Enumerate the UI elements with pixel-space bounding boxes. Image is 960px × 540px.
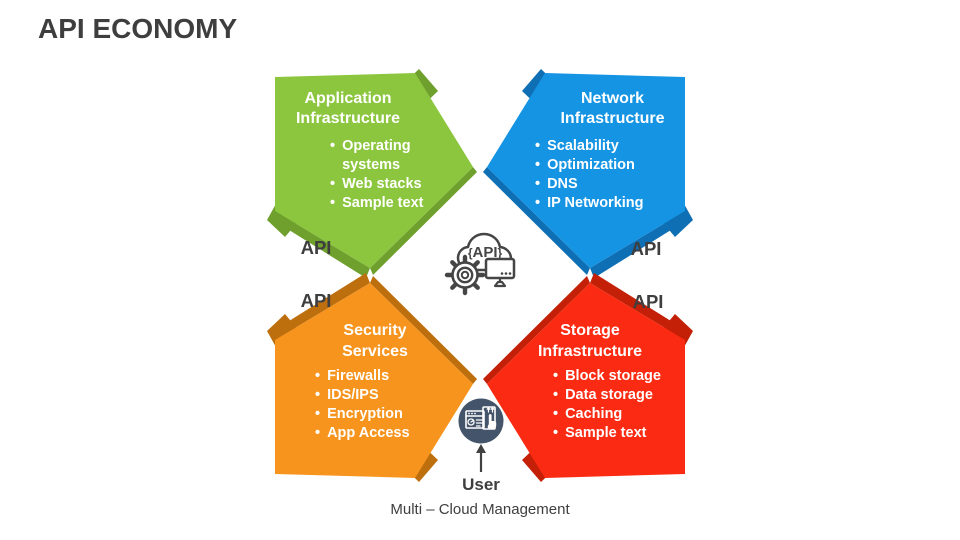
bullet-dot: • — [315, 368, 321, 384]
bullet-item: • Optimization — [535, 156, 695, 175]
bullet-item: • Operating systems — [330, 137, 418, 175]
panel-title-line: Services — [342, 343, 408, 360]
up-arrow-connector — [476, 444, 486, 472]
bullet-text: Encryption — [327, 406, 403, 422]
api-label-application: API — [300, 237, 332, 258]
panel-title: Storage Infrastructure — [510, 320, 670, 362]
bullet-item: • Firewalls — [315, 367, 450, 386]
user-icon — [458, 398, 504, 444]
bullet-list: • Firewalls • IDS/IPS • Encryption • App Acc… — [315, 367, 450, 443]
panel-application-infrastructure: Application Infrastructure • Operating sy… — [283, 89, 424, 213]
bullet-dot: • — [535, 157, 541, 173]
bullet-text: IDS/IPS — [327, 387, 379, 403]
api-label-storage: API — [632, 291, 664, 312]
bullet-dot: • — [535, 176, 541, 192]
hand-glyph — [487, 414, 497, 430]
bullet-text: Block storage — [565, 368, 661, 384]
bullet-item: • IDS/IPS — [315, 386, 450, 405]
panel-title-line: Security — [343, 322, 407, 339]
bullet-text: Sample text — [342, 195, 424, 211]
panel-title: Application Infrastructure — [283, 89, 413, 129]
api-icon-text: {API} — [468, 244, 503, 261]
api-cloud-gear-icon: {API} — [444, 232, 516, 296]
bullet-item: • Scalability — [535, 137, 695, 156]
bullet-dot: • — [553, 425, 559, 441]
bullet-dot: • — [553, 368, 559, 384]
panel-title-line: Infrastructure — [537, 343, 643, 360]
bullet-text: IP Networking — [547, 195, 644, 211]
bullet-dot: • — [315, 387, 321, 403]
bullet-dot: • — [330, 138, 336, 154]
bullet-text: Firewalls — [327, 368, 390, 384]
bullet-text: Operating systems — [342, 138, 411, 173]
bullet-text: Sample text — [565, 425, 647, 441]
bullet-list: • Scalability • Optimization • DNS • IP Netw… — [535, 137, 695, 213]
cloud-outline — [456, 232, 513, 272]
bullet-dot: • — [315, 425, 321, 441]
bullet-item: • Block storage — [553, 367, 670, 386]
bullet-dot: • — [535, 138, 541, 154]
bullet-dot: • — [330, 176, 336, 192]
bullet-dot: • — [553, 406, 559, 422]
bullet-item: • Encryption — [315, 405, 450, 424]
bullet-text: App Access — [327, 425, 410, 441]
bullet-dot: • — [330, 195, 336, 211]
bullet-text: Data storage — [565, 387, 653, 403]
bullet-item: • Data storage — [553, 386, 670, 405]
panel-title-line: Application — [304, 90, 392, 107]
panel-title: Network Infrastructure — [530, 89, 695, 129]
pie-chart-glyph — [467, 418, 475, 426]
bullet-item: • Web stacks — [330, 175, 422, 194]
bullet-dot: • — [535, 195, 541, 211]
bullet-text: DNS — [547, 176, 578, 192]
bullet-item: • Sample text — [553, 424, 670, 443]
bullet-item: • DNS — [535, 175, 695, 194]
panel-title: Security Services — [300, 320, 450, 362]
bullet-list: • Block storage • Data storage • Caching • S… — [553, 367, 670, 443]
dashboard-window — [465, 410, 485, 429]
monitor-dot — [504, 272, 508, 275]
api-label-network: API — [630, 238, 662, 259]
bullet-text: Optimization — [547, 157, 635, 173]
bullet-text: Scalability — [547, 138, 619, 154]
panel-storage-infrastructure: Storage Infrastructure • Block storage • D… — [510, 320, 670, 443]
monitor-stand — [493, 278, 507, 288]
panel-title-line: Infrastructure — [295, 110, 401, 127]
panel-security-services: Security Services • Firewalls • IDS/IPS • E… — [300, 320, 450, 443]
bullet-item: • IP Networking — [535, 194, 695, 213]
bullet-item: • Caching — [553, 405, 670, 424]
gear-icon — [444, 254, 486, 296]
panel-glyph — [482, 406, 496, 430]
monitor-dot — [500, 272, 504, 275]
bullet-text: Web stacks — [342, 176, 422, 192]
panel-title-line: Storage — [560, 322, 620, 339]
bullet-item: • Sample text — [330, 194, 423, 213]
bullet-dot: • — [553, 387, 559, 403]
bullet-text: Caching — [565, 406, 623, 422]
user-icon-circle — [458, 398, 504, 444]
panel-network-infrastructure: Network Infrastructure • Scalability • Opt… — [530, 89, 695, 213]
page-title: API ECONOMY — [38, 13, 238, 44]
user-label: User — [462, 475, 500, 494]
panel-title-line: Infrastructure — [560, 110, 665, 127]
monitor-icon — [484, 257, 516, 280]
bullet-dot: • — [315, 406, 321, 422]
bullet-item: • App Access — [315, 424, 450, 443]
up-arrows-glyph — [486, 406, 495, 413]
monitor-dot — [508, 272, 512, 275]
panel-title-line: Network — [580, 90, 645, 107]
api-label-security: API — [300, 290, 332, 311]
fold-notch — [267, 314, 301, 349]
slide-caption: Multi – Cloud Management — [390, 501, 570, 518]
bullet-list: • Operating systems • Web stacks • Sample t… — [330, 137, 423, 213]
